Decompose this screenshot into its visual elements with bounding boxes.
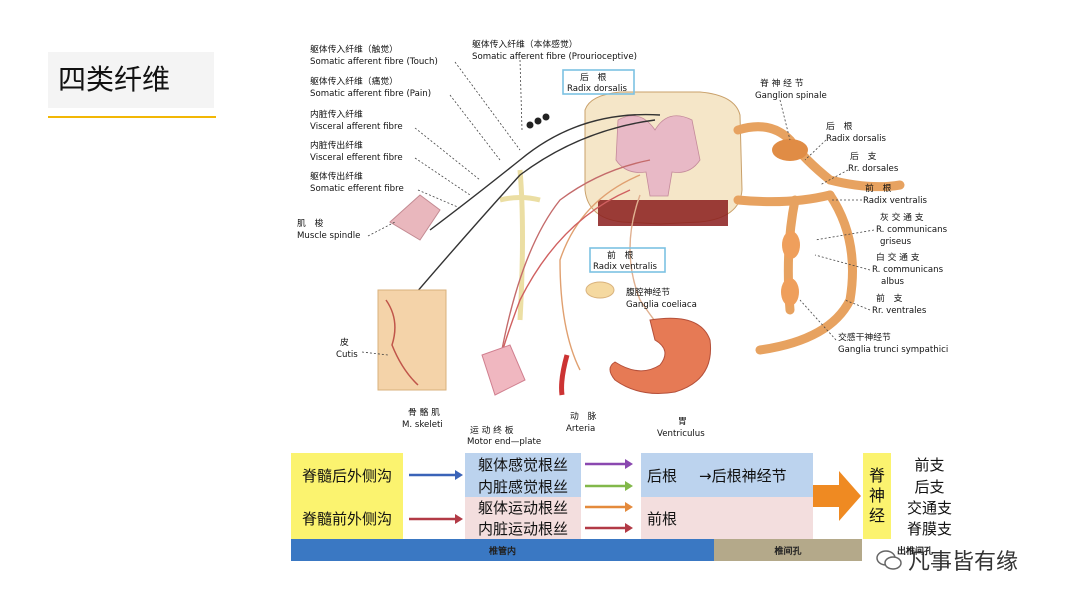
ganglion-spinale-shape xyxy=(772,139,808,161)
label-rrd-cn: 后 支 xyxy=(850,150,877,162)
stomach-image xyxy=(609,317,712,394)
leader-lines xyxy=(361,59,875,356)
slide-title: 四类纤维 xyxy=(48,52,214,108)
label-muscle-cn: 肌 梭 xyxy=(297,217,324,229)
filament-somatic-motor: 躯体运动根丝 xyxy=(465,497,581,518)
posterior-ganglion-label: →后根神经节 xyxy=(699,466,787,485)
label-pain-cn: 躯体传入纤维（痛觉） xyxy=(310,75,398,87)
label-rrv-cn: 前 支 xyxy=(876,292,903,304)
spinal-nerve-diagram: 躯体传入纤维（触觉） Somatic afferent fibre (Touch… xyxy=(297,38,948,447)
merge-arrow xyxy=(813,471,861,521)
branch-meningeal: 脊膜支 xyxy=(891,518,968,539)
branch-anterior: 前支 xyxy=(891,453,968,475)
radix-dorsalis-box xyxy=(562,69,635,95)
label-coel-en: Ganglia coeliaca xyxy=(626,300,697,310)
label-rcg-en1: R. communicans xyxy=(876,225,948,235)
watermark: 凡事皆有缘 xyxy=(876,544,1018,576)
label-veff-cn: 内脏传出纤维 xyxy=(310,139,363,151)
sympathetic-ganglia xyxy=(781,231,800,306)
label-muscle-en: Muscle spindle xyxy=(297,231,360,241)
branch-posterior: 后支 xyxy=(891,475,968,497)
muscle-spindle-image xyxy=(389,194,441,241)
label-prop-en: Somatic afferent fibre (Prourioceptive) xyxy=(472,52,637,62)
bar-intervertebral-foramen: 椎间孔 xyxy=(714,539,862,561)
origin-arrows xyxy=(409,470,463,524)
branch-communicating: 交通支 xyxy=(891,497,968,518)
label-prop-cn: 躯体传入纤维（本体感觉） xyxy=(472,38,578,50)
anterior-root-label: 前根 xyxy=(647,509,678,528)
label-rd-cn: 后 根 xyxy=(580,71,607,83)
label-gsp-en: Ganglion spinale xyxy=(755,91,827,101)
label-rcg-en2: griseus xyxy=(880,237,912,247)
artery-image xyxy=(559,354,570,396)
label-rrd-en: Rr. dorsales xyxy=(848,164,899,174)
anterior-root-cell: 前根 xyxy=(641,497,813,539)
label-motor-en: Motor end—plate xyxy=(467,437,541,447)
wechat-icon xyxy=(876,550,902,570)
vertebra-outline xyxy=(499,169,541,321)
label-cutis-en: Cutis xyxy=(336,350,358,360)
label-gts-cn: 交感干神经节 xyxy=(838,331,891,343)
row2-origin: 脊髓前外侧沟 xyxy=(291,497,403,539)
filament-arrows xyxy=(585,459,633,533)
fibre-dots xyxy=(526,113,550,129)
label-rv2-cn: 前 根 xyxy=(865,182,892,194)
posterior-root-cell: 后根 →后根神经节 xyxy=(641,453,813,497)
label-vent-cn: 胃 xyxy=(678,416,687,427)
label-touch-en: Somatic afferent fibre (Touch) xyxy=(310,57,438,67)
label-rd-en: Radix dorsalis xyxy=(567,84,627,94)
title-underline xyxy=(48,116,216,118)
label-motor-cn: 运 动 终 板 xyxy=(470,424,514,436)
watermark-text: 凡事皆有缘 xyxy=(908,550,1019,575)
label-rca-cn: 白 交 通 支 xyxy=(876,251,920,263)
label-vaff-en: Visceral afferent fibre xyxy=(310,122,403,132)
label-rd2-cn: 后 根 xyxy=(826,120,853,132)
label-rcg-cn: 灰 交 通 支 xyxy=(880,211,924,223)
label-rca-en2: albus xyxy=(881,277,905,287)
label-rv2-en: Radix ventralis xyxy=(863,196,927,206)
radix-ventralis-box xyxy=(589,247,666,273)
label-arteria-cn: 动 脉 xyxy=(570,411,597,422)
filament-visceral-motor: 内脏运动根丝 xyxy=(465,518,581,539)
filament-visceral-sensory: 内脏感觉根丝 xyxy=(465,475,581,497)
label-rrv-en: Rr. ventrales xyxy=(872,306,927,316)
skeletal-muscle-image xyxy=(481,344,526,396)
spinal-cord xyxy=(584,91,743,226)
label-gsp-cn: 脊 神 经 节 xyxy=(760,77,804,89)
label-skel-en: M. skeleti xyxy=(402,420,443,430)
cutis-image xyxy=(377,289,447,391)
label-rv-cn: 前 根 xyxy=(607,249,634,261)
label-skel-cn: 骨 骼 肌 xyxy=(408,406,440,418)
posterior-root-label: 后根 xyxy=(647,466,678,485)
bar-outside-foramen: 出椎间孔 xyxy=(862,539,968,561)
label-gts-en: Ganglia trunci sympathici xyxy=(838,345,948,355)
label-pain-en: Somatic afferent fibre (Pain) xyxy=(310,89,431,99)
filament-somatic-sensory: 躯体感觉根丝 xyxy=(465,453,581,475)
spinal-nerve-cell: 脊神经 xyxy=(863,453,891,539)
label-touch-cn: 躯体传入纤维（触觉） xyxy=(310,43,398,55)
coeliac-ganglion-shape xyxy=(585,281,615,299)
label-arteria-en: Arteria xyxy=(566,424,595,434)
label-rca-en1: R. communicans xyxy=(872,265,944,275)
label-vent-en: Ventriculus xyxy=(657,429,705,439)
label-veff-en: Visceral efferent fibre xyxy=(310,153,403,163)
label-rv-en: Radix ventralis xyxy=(593,262,657,272)
row1-origin: 脊髓后外侧沟 xyxy=(291,453,403,497)
label-cutis-cn: 皮 xyxy=(340,336,349,348)
label-rd2-en: Radix dorsalis xyxy=(826,134,886,144)
label-seff-en: Somatic efferent fibre xyxy=(310,184,404,194)
label-vaff-cn: 内脏传入纤维 xyxy=(310,108,363,120)
label-coel-cn: 腹腔神经节 xyxy=(626,286,670,298)
summary-table: 脊髓后外侧沟 脊髓前外侧沟 躯体感觉根丝 内脏感觉根丝 躯体运动根丝 内脏运动根… xyxy=(291,453,968,561)
label-seff-cn: 躯体传出纤维 xyxy=(310,170,363,182)
bar-vertebral-canal: 椎管内 xyxy=(291,539,714,561)
